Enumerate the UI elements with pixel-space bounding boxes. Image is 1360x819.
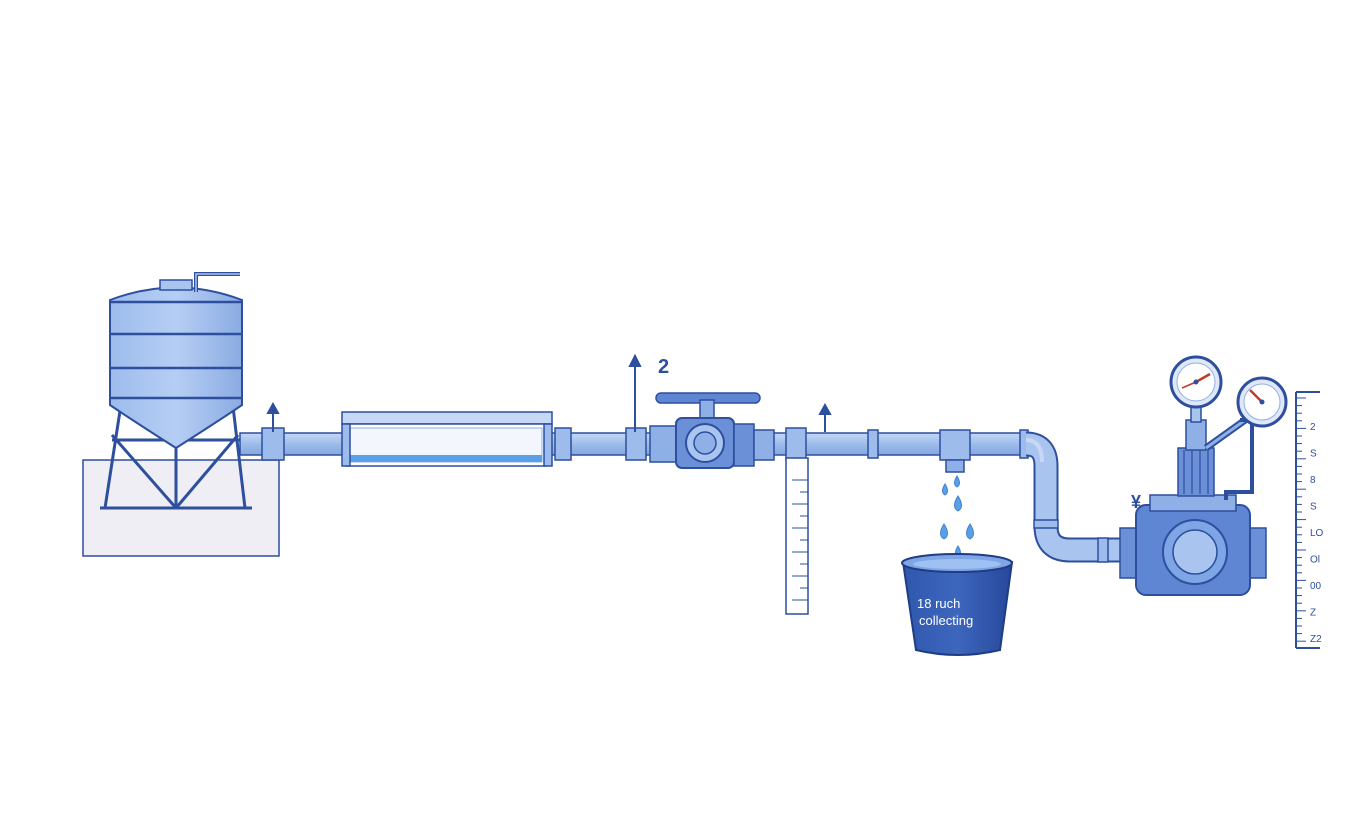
ruler-tick-label: 00: [1310, 581, 1322, 592]
arrow-up-icon: [266, 401, 280, 432]
pipe-couplings: [261, 427, 1029, 461]
tank-bands: [110, 300, 242, 400]
arrow-up-icon: [818, 402, 832, 432]
water-drop-icon: [942, 483, 948, 496]
pressure-gauge-icon: [1236, 376, 1288, 428]
ruler-tick-label: Z: [1310, 608, 1316, 619]
elbow-pipe: [1025, 431, 1120, 563]
water-drop-icon: [954, 475, 960, 488]
arrow-up-icon: [628, 353, 642, 432]
water-drop-icon: [940, 523, 948, 540]
ruler-ticks: [1296, 397, 1306, 642]
tank-hatch: [159, 279, 193, 291]
gauge-ticks: [792, 479, 808, 601]
water-drop-icon: [954, 495, 962, 512]
ruler-tick-label: LO: [1310, 528, 1324, 539]
bucket-label-line2: collecting: [919, 613, 973, 628]
ruler-tick-label: S: [1310, 449, 1317, 460]
pressure-gauge-icon: [1169, 355, 1223, 409]
outlet-marker-label: ¥: [1131, 492, 1141, 512]
bucket: 18 ruch collecting: [901, 553, 1014, 656]
ruler-tick-label: 2: [1310, 422, 1316, 433]
ruler-tick-label: S: [1310, 502, 1317, 513]
gate-valve: 2: [628, 353, 775, 469]
water-drop-icon: [966, 523, 974, 540]
water-drops: [940, 475, 974, 558]
water-tower: [82, 272, 280, 557]
drip-tee: [939, 429, 971, 473]
valve-marker-label: 2: [658, 356, 669, 378]
vertical-gauge: [785, 402, 832, 615]
filter-water-level: [350, 455, 542, 462]
bucket-label-line1: 18 ruch: [917, 596, 960, 611]
ruler-tick-label: Z2: [1310, 634, 1322, 645]
ruler-tick-label: 8: [1310, 475, 1316, 486]
ruler-tick-label: Ol: [1310, 555, 1320, 566]
filter-section: [341, 411, 553, 467]
pump-with-gauges: ¥: [1119, 355, 1288, 596]
main-pipeline: [239, 401, 1029, 461]
